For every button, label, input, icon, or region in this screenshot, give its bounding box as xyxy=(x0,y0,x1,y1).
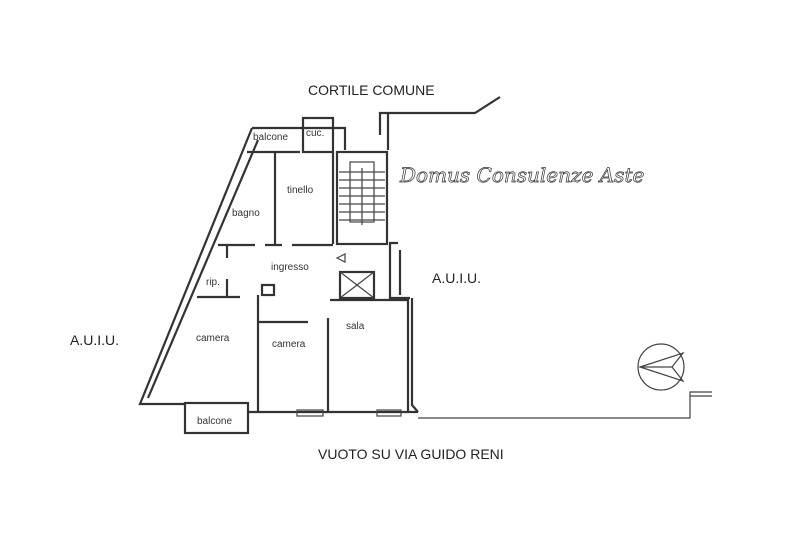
walls xyxy=(138,96,712,435)
label-vuoto-via: VUOTO SU VIA GUIDO RENI xyxy=(318,446,504,462)
stairs xyxy=(339,168,385,225)
label-cortile-comune: CORTILE COMUNE xyxy=(308,82,435,98)
room-label-ingresso: ingresso xyxy=(271,262,309,273)
room-label-sala: sala xyxy=(346,321,365,332)
label-auiu-left: A.U.I.U. xyxy=(70,332,119,348)
label-auiu-right: A.U.I.U. xyxy=(432,270,481,286)
room-label-bagno: bagno xyxy=(232,208,260,219)
room-label-tinello: tinello xyxy=(287,185,314,196)
room-label-balcone: balcone xyxy=(253,132,288,143)
watermark: Domus Consulenze Aste xyxy=(399,163,644,187)
room-label-balcone-bottom: balcone xyxy=(197,416,232,427)
room-label-cucina: cuc. xyxy=(306,128,324,139)
room-label-camera-mid: camera xyxy=(272,339,306,350)
room-label-ripostiglio: rip. xyxy=(206,277,220,288)
north-compass-icon xyxy=(637,343,685,391)
room-label-camera-left: camera xyxy=(196,333,230,344)
elevator xyxy=(338,270,376,300)
